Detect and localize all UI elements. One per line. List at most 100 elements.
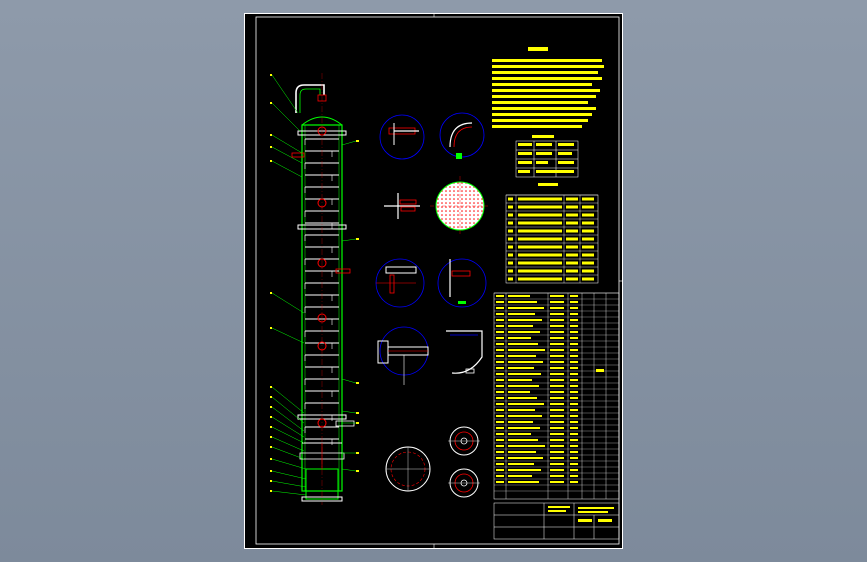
parts-cell-mark: [570, 367, 578, 369]
leader-line: [271, 406, 305, 432]
parts-cell-mark: [570, 481, 578, 483]
spec-cell-mark: [558, 143, 574, 146]
nozzle-cell-mark: [518, 269, 562, 273]
parts-cell-mark: [496, 421, 504, 423]
note-line-mark: [492, 119, 588, 122]
detail-support-ring: [385, 446, 431, 492]
nozzle-cell-mark: [508, 213, 513, 217]
nozzle-cell-mark: [518, 221, 562, 225]
nozzle-cell-mark: [518, 245, 562, 249]
parts-cell-mark: [550, 445, 564, 447]
manway-3: [317, 258, 327, 268]
parts-cell-mark: [508, 439, 538, 441]
parts-list: [493, 292, 620, 500]
parts-cell-mark: [508, 469, 541, 471]
nozzle-cell-mark: [566, 221, 578, 225]
balloon-mark: [270, 396, 272, 398]
parts-cell-mark: [550, 433, 564, 435]
nozzle-cell-mark: [582, 277, 594, 281]
parts-cell-mark: [508, 397, 537, 399]
title-block: [493, 502, 620, 540]
nozzle-heading-mark: [538, 183, 558, 186]
parts-cell-mark: [508, 355, 536, 357]
spec-cell-mark: [536, 170, 574, 173]
balloon-mark: [270, 458, 272, 460]
nozzle-cell-mark: [582, 245, 594, 249]
parts-cell-mark: [496, 379, 504, 381]
manway-1: [317, 126, 327, 136]
leader-lines: [270, 74, 359, 496]
parts-cell-mark: [508, 475, 532, 477]
parts-cell-mark: [496, 331, 504, 333]
nozzle-cell-mark: [566, 197, 578, 201]
leader-line: [271, 327, 305, 344]
leader-line: [271, 426, 305, 444]
nozzle-cell-mark: [518, 277, 562, 281]
spec-cell-mark: [518, 143, 532, 146]
top-vapor-pipe: [295, 84, 325, 113]
parts-cell-mark: [508, 415, 542, 417]
parts-cell-mark: [570, 307, 578, 309]
nozzle-cell-mark: [566, 277, 578, 281]
parts-cell-mark: [570, 421, 578, 423]
parts-cell-mark: [550, 361, 564, 363]
balloon-mark: [270, 327, 272, 329]
balloon-mark: [270, 480, 272, 482]
parts-cell-mark: [496, 349, 504, 351]
parts-cell-mark: [496, 469, 504, 471]
balloon-mark: [270, 446, 272, 448]
title-block-marks: [548, 506, 614, 522]
spec-cell-mark: [558, 152, 572, 155]
leader-line: [341, 238, 357, 242]
parts-cell-mark: [570, 295, 578, 297]
parts-cell-mark: [570, 325, 578, 327]
parts-cell-mark: [570, 337, 578, 339]
nozzle-cell-mark: [508, 221, 513, 225]
leader-line: [271, 74, 299, 114]
leader-line: [271, 490, 307, 496]
parts-cell-mark: [508, 445, 545, 447]
parts-cell-mark: [508, 331, 540, 333]
parts-cell-mark: [508, 391, 530, 393]
parts-cell-mark: [550, 343, 564, 345]
drawing-sheet: [244, 13, 623, 549]
note-line-mark: [492, 59, 602, 62]
detail-feed-nozzle: [377, 326, 429, 385]
parts-cell-mark: [570, 463, 578, 465]
parts-cell-mark: [570, 475, 578, 477]
balloon-mark: [270, 416, 272, 418]
parts-cell-mark: [496, 319, 504, 321]
parts-cell-mark: [508, 421, 533, 423]
spec-cell-mark: [518, 170, 530, 173]
parts-cell-mark: [496, 373, 504, 375]
parts-cell-mark: [550, 427, 564, 429]
note-line-mark: [492, 101, 588, 104]
parts-cell-mark: [570, 355, 578, 357]
parts-cell-mark: [496, 397, 504, 399]
technical-notes: [492, 47, 604, 138]
note-line-mark: [492, 95, 596, 98]
balloon-mark: [356, 238, 359, 240]
leader-line: [271, 396, 305, 424]
balloon-mark: [270, 406, 272, 408]
parts-cell-mark: [496, 475, 504, 477]
parts-cell-mark: [508, 457, 543, 459]
nozzle-cell-mark: [518, 213, 562, 217]
parts-cell-mark: [508, 319, 542, 321]
detail-tray-joint-b: [437, 258, 487, 308]
parts-cell-mark: [508, 379, 532, 381]
leader-line: [271, 160, 303, 178]
nozzle-cell-mark: [518, 261, 562, 265]
nozzle-cell-mark: [508, 269, 513, 273]
parts-cell-mark: [496, 367, 504, 369]
leader-line: [271, 386, 305, 414]
parts-cell-mark: [496, 403, 504, 405]
balloon-mark: [356, 412, 359, 414]
parts-cell-mark: [570, 403, 578, 405]
spec-cell-mark: [536, 152, 552, 155]
balloon-mark: [270, 490, 272, 492]
parts-cell-mark: [550, 355, 564, 357]
balloon-mark: [356, 140, 359, 142]
nozzle-table: [505, 183, 599, 284]
parts-cell-mark: [496, 409, 504, 411]
